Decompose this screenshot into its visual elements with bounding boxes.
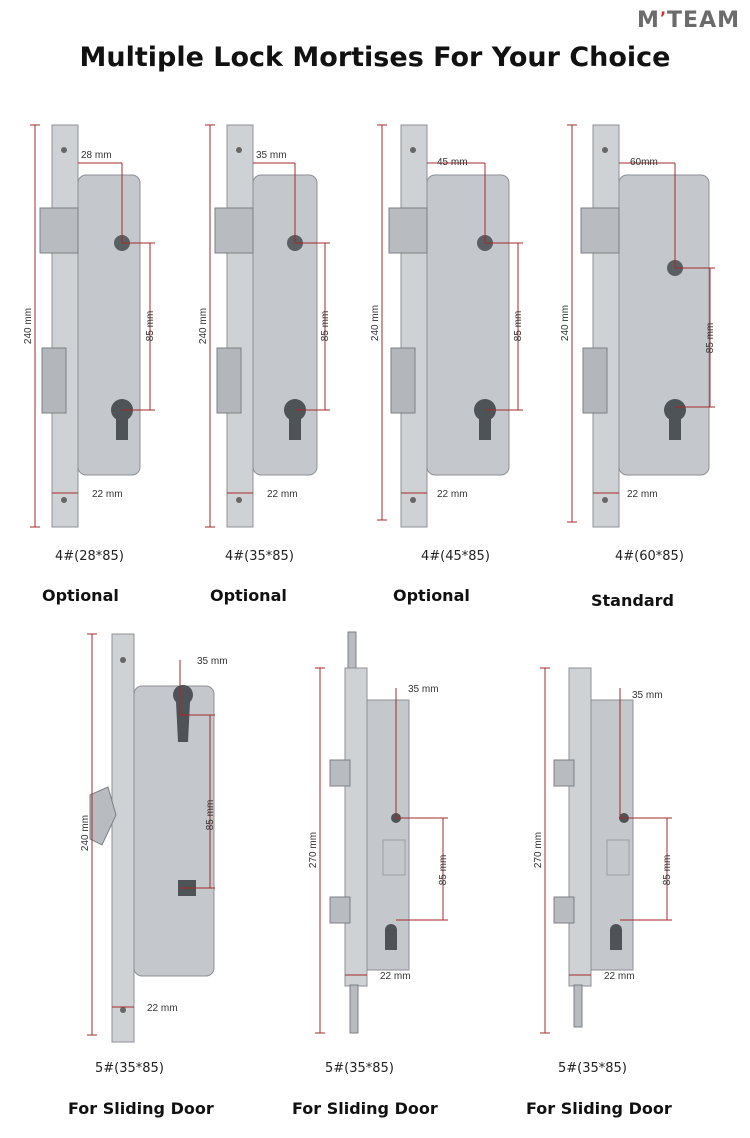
height-dimension-label: 240 mm xyxy=(198,308,209,344)
option-caption: For Sliding Door xyxy=(292,1099,438,1118)
option-caption: Optional xyxy=(42,586,119,605)
model-label: 4#(45*85) xyxy=(421,549,490,564)
model-label: 5#(35*85) xyxy=(558,1061,627,1076)
face-dimension-label: 22 mm xyxy=(627,489,658,500)
backset-dimension-label: 85 mm xyxy=(320,311,331,342)
option-caption: For Sliding Door xyxy=(68,1099,214,1118)
option-caption: For Sliding Door xyxy=(526,1099,672,1118)
option-caption: Standard xyxy=(591,591,674,610)
backset-dimension-label: 85 mm xyxy=(438,855,449,886)
height-dimension-label: 270 mm xyxy=(308,832,319,868)
backset-dimension-label: 85 mm xyxy=(662,855,673,886)
width-dimension-label: 35 mm xyxy=(632,690,663,701)
face-dimension-label: 22 mm xyxy=(147,1003,178,1014)
face-dimension-label: 22 mm xyxy=(380,971,411,982)
height-dimension-label: 240 mm xyxy=(560,305,571,341)
backset-dimension-label: 85 mm xyxy=(145,311,156,342)
height-dimension-label: 240 mm xyxy=(370,305,381,341)
width-dimension-label: 45 mm xyxy=(437,157,468,168)
model-label: 5#(35*85) xyxy=(95,1061,164,1076)
backset-dimension-label: 85 mm xyxy=(205,800,216,831)
width-dimension-label: 35 mm xyxy=(197,656,228,667)
model-label: 4#(35*85) xyxy=(225,549,294,564)
height-dimension-label: 270 mm xyxy=(533,832,544,868)
brand-logo: M’TEAM xyxy=(637,8,740,33)
face-dimension-label: 22 mm xyxy=(267,489,298,500)
face-dimension-label: 22 mm xyxy=(437,489,468,500)
lock-mortise-illustration: 28 mm 240 mm 85 mm 22 mm xyxy=(23,124,156,528)
backset-dimension-label: 85 mm xyxy=(513,311,524,342)
backset-dimension-label: 85 mm xyxy=(705,323,716,354)
model-label: 5#(35*85) xyxy=(325,1061,394,1076)
lock-mortise-illustration: 45 mm 240 mm 85 mm 22 mm xyxy=(370,124,524,528)
width-dimension-label: 35 mm xyxy=(408,684,439,695)
lock-mortise-illustration: 60mm 240 mm 85 mm 22 mm xyxy=(560,124,716,528)
height-dimension-label: 240 mm xyxy=(23,308,34,344)
model-label: 4#(28*85) xyxy=(55,549,124,564)
face-dimension-label: 22 mm xyxy=(604,971,635,982)
option-caption: Optional xyxy=(210,586,287,605)
width-dimension-label: 28 mm xyxy=(81,150,112,161)
lock-mortise-illustration: 35 mm 240 mm 85 mm 22 mm xyxy=(198,124,331,528)
lock-mortise-illustration: 35 mm 240 mm 85 mm 22 mm xyxy=(80,633,228,1043)
option-caption: Optional xyxy=(393,586,470,605)
height-dimension-label: 240 mm xyxy=(80,815,91,851)
page-title: Multiple Lock Mortises For Your Choice xyxy=(79,42,671,73)
width-dimension-label: 60mm xyxy=(630,157,658,168)
width-dimension-label: 35 mm xyxy=(256,150,287,161)
face-dimension-label: 22 mm xyxy=(92,489,123,500)
lock-mortise-illustration: 35 mm 270 mm 85 mm 22 mm xyxy=(308,631,449,1034)
model-label: 4#(60*85) xyxy=(615,549,684,564)
